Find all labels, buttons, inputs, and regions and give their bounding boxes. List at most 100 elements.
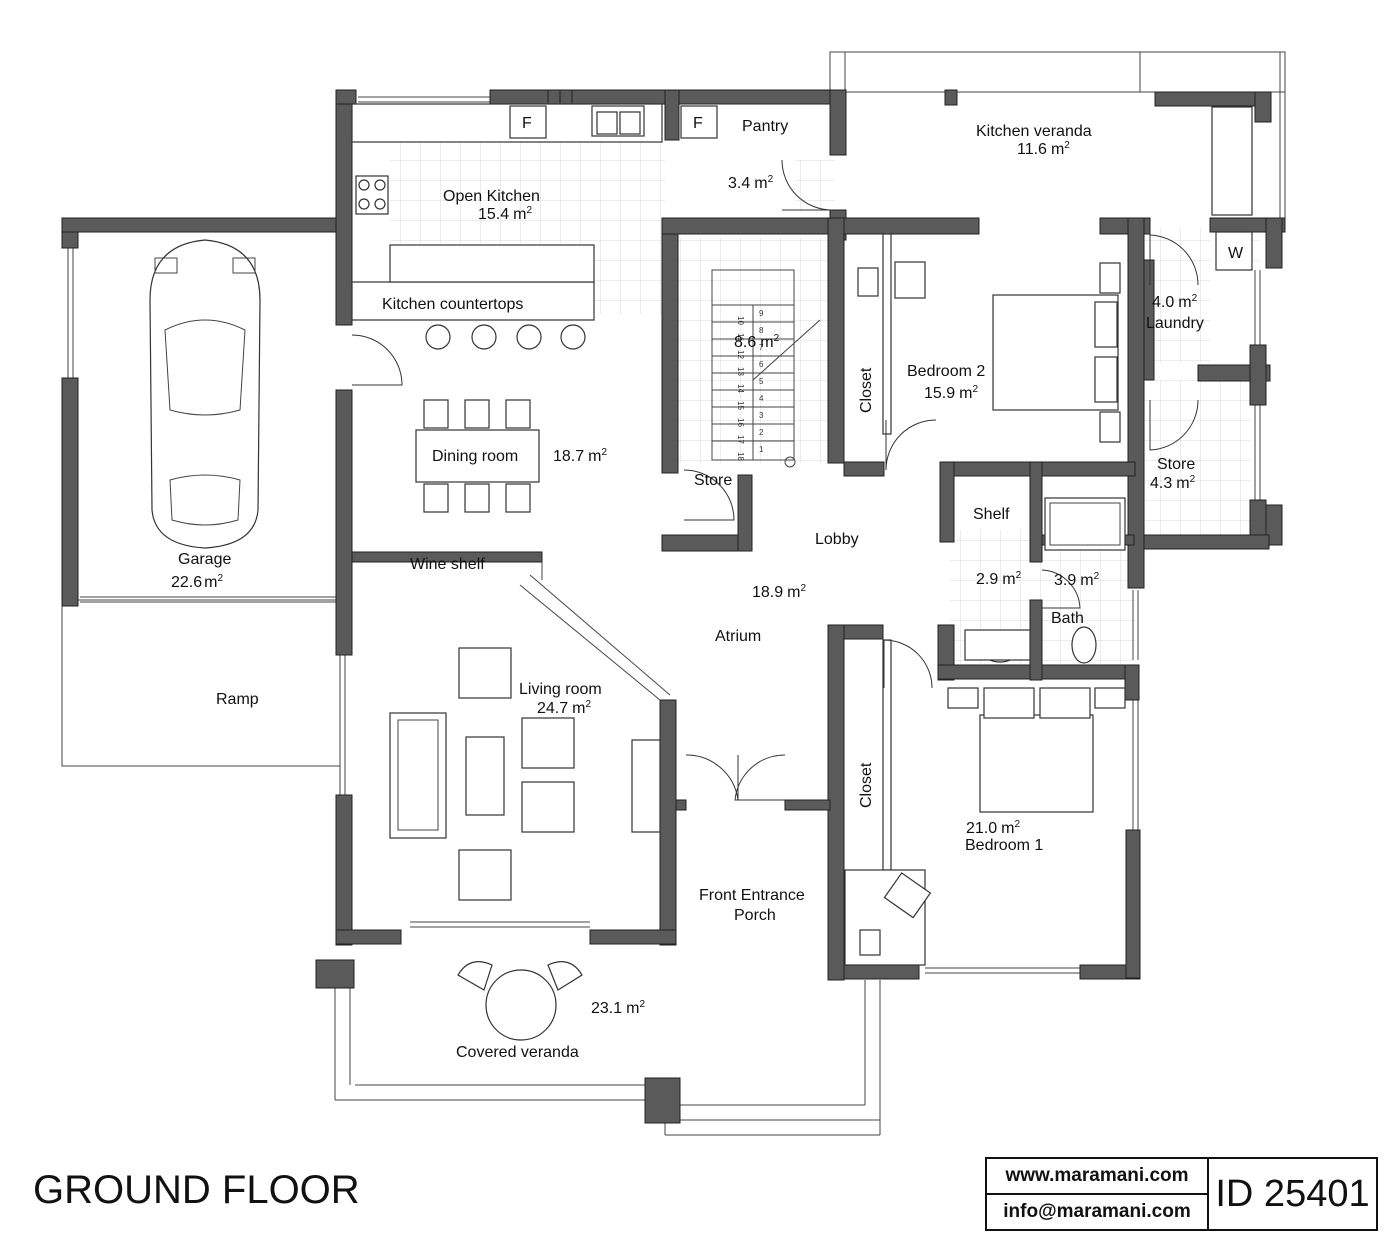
stair-step-number: 17 (736, 435, 745, 444)
bar-stool-icon (516, 324, 542, 350)
chair-icon (464, 483, 490, 513)
chair-icon (547, 961, 583, 991)
room-name-kitchen: Open Kitchen (443, 188, 540, 205)
room-name-atrium: Atrium (715, 628, 761, 645)
room-name-store-right: Store (1157, 456, 1195, 473)
fridge-icon (509, 105, 547, 139)
porch-label-line1: Front Entrance (699, 887, 805, 904)
website-link[interactable]: www.maramani.com (987, 1159, 1209, 1195)
stair-step-number: 4 (759, 394, 764, 403)
armchair-icon (521, 717, 575, 769)
washer-label: W (1228, 245, 1244, 262)
chair-icon (423, 399, 449, 429)
stair-step-number: 2 (759, 428, 764, 437)
chair-icon (505, 483, 531, 513)
car-icon (149, 239, 261, 549)
email-link[interactable]: info@maramani.com (987, 1195, 1209, 1229)
bed-icon (979, 714, 1094, 813)
fridge-label: F (522, 115, 532, 132)
stair-step-number: 13 (736, 367, 745, 376)
armchair-icon (458, 849, 512, 901)
porch-label-line2: Porch (734, 907, 776, 924)
armchair-icon (521, 781, 575, 833)
stair-step-number: 15 (736, 401, 745, 410)
stair-step-number: 7 (759, 343, 764, 352)
room-name-store-small: Store (694, 472, 732, 489)
room-name-dining: Dining room (432, 448, 518, 465)
stair-step-number: 11 (736, 333, 745, 342)
room-name-countertops: Kitchen countertops (382, 296, 523, 313)
stair-step-number: 9 (759, 309, 764, 318)
room-name-kitchen-veranda: Kitchen veranda (976, 123, 1092, 140)
stair-step-number: 10 (736, 316, 745, 325)
chair-icon (457, 961, 493, 991)
bar-stool-icon (471, 324, 497, 350)
chair-icon (464, 399, 490, 429)
bedroom2-furniture (857, 233, 1121, 443)
chair-icon (883, 872, 932, 919)
room-name-laundry: Laundry (1146, 315, 1204, 332)
room-name-living: Living room (519, 681, 602, 698)
fridge-label: F (693, 115, 703, 132)
dining-set (415, 399, 540, 513)
room-name-bedroom1: Bedroom 1 (965, 837, 1043, 854)
tv-unit-icon (631, 739, 661, 833)
plan-title: GROUND FLOOR (33, 1168, 360, 1212)
armchair-icon (458, 647, 512, 699)
room-name-bedroom2: Bedroom 2 (907, 363, 985, 380)
stair-step-number: 8 (759, 326, 764, 335)
living-furniture (389, 562, 671, 901)
veranda-table (457, 961, 583, 1041)
plan-id: ID 25401 (1215, 1173, 1370, 1215)
doors (351, 159, 1199, 801)
stair-step-number: 3 (759, 411, 764, 420)
desk-icon (894, 261, 926, 299)
stair-step-number: 6 (759, 360, 764, 369)
computer-icon (859, 929, 881, 956)
stair-step-number: 18 (736, 452, 745, 461)
fridge-icon (680, 105, 718, 139)
room-name-closet1: Closet (858, 762, 875, 808)
chair-icon (423, 483, 449, 513)
branding-box: www.maramani.com info@maramani.com ID 25… (985, 1157, 1378, 1231)
bedroom1-furniture (844, 639, 1126, 966)
stair-step-number: 14 (736, 384, 745, 393)
room-name-shelf: Shelf (973, 506, 1010, 523)
room-name-garage: Garage (178, 551, 231, 568)
room-name-bath: Bath (1051, 610, 1084, 627)
stair-step-number: 1 (759, 445, 764, 454)
kitchen-fixtures: F F (351, 103, 718, 350)
bar-stool-icon (425, 324, 451, 350)
bathtub-icon (1044, 497, 1126, 551)
stair-step-number: 12 (736, 350, 745, 359)
walls (61, 89, 1286, 1124)
room-name-pantry: Pantry (742, 118, 788, 135)
dining-table (415, 429, 540, 483)
sofa-icon (389, 712, 447, 839)
stair-step-number: 16 (736, 418, 745, 427)
chair-icon (505, 399, 531, 429)
computer-icon (857, 267, 879, 297)
bath-fixtures: W (964, 106, 1253, 664)
room-name-ramp: Ramp (216, 691, 259, 708)
room-name-closet2: Closet (858, 367, 875, 413)
room-name-lobby: Lobby (815, 531, 859, 548)
outlines (61, 51, 1286, 1136)
